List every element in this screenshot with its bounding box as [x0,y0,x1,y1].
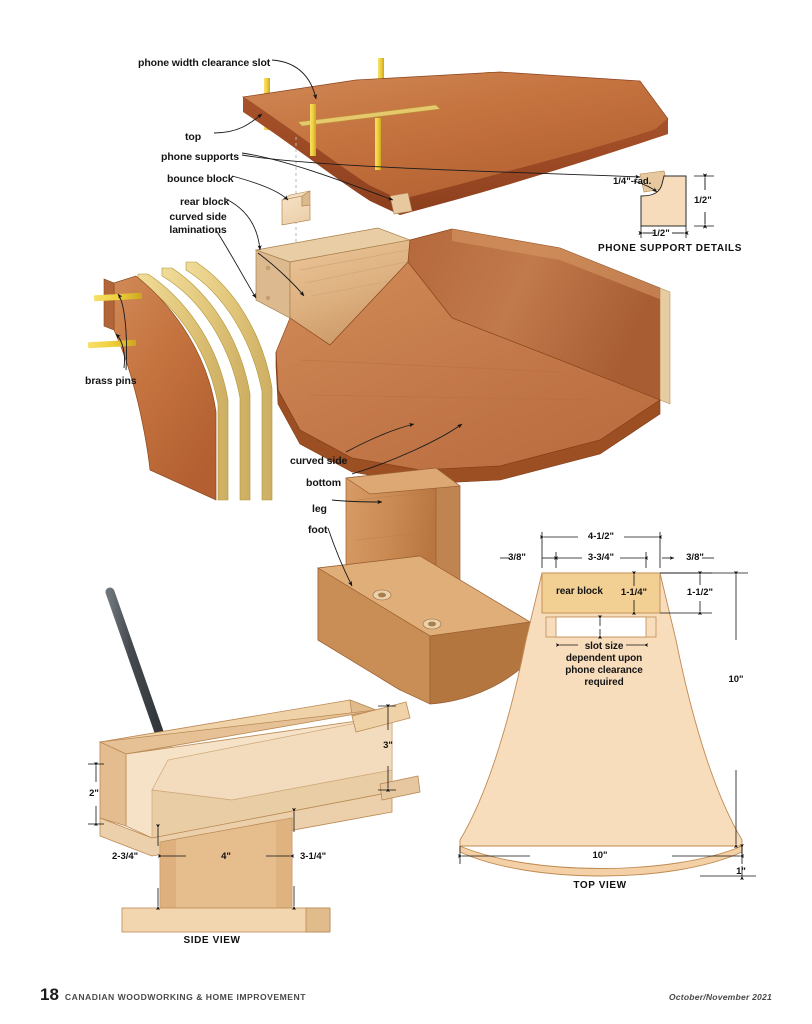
label-brass-pins: brass pins [85,375,137,387]
foot-shape [316,555,532,705]
label-phone-width-clearance-slot: phone width clearance slot [138,57,271,69]
dim-top-view-front-depth: 1-1/2" [686,587,714,598]
curved-side-laminations-shape [87,261,273,501]
label-bounce-block: bounce block [167,173,234,185]
charging-cable [105,587,171,757]
dim-top-view-rear-block-width: 3-3/4" [587,552,615,563]
dim-phone-support-width: 1/2" [652,228,670,239]
label-top-view-rear-block: rear block [556,586,603,597]
phone-support-detail-drawing [633,173,714,238]
phone-width-clearance-slot-shape [297,104,441,127]
top-view-slot [555,616,647,638]
label-foot: foot [308,524,328,536]
side-view-title: SIDE VIEW [183,935,241,946]
issue-date: October/November 2021 [668,992,772,1002]
phone-support-details-title: PHONE SUPPORT DETAILS [597,243,743,254]
curved-side-edge [659,287,671,405]
dim-top-view-base-width: 10" [592,850,608,861]
top-edge-front [400,119,668,215]
side-view-foot [121,907,331,933]
top-view-title: TOP VIEW [573,880,627,891]
dim-phone-support-height: 1/2" [694,195,712,206]
dim-top-view-overall-depth: 10" [728,674,744,685]
footer: 18 CANADIAN WOODWORKING & HOME IMPROVEME… [40,986,306,1003]
top-view-rear-block [541,572,661,614]
dim-side-view-rear-height: 3" [383,740,393,751]
label-curved-side-laminations: curved side laminations [169,211,227,236]
label-curved-side: curved side [290,455,348,467]
label-leg: leg [312,503,327,515]
label-rear-block: rear block [180,196,230,208]
brass-pin-lower [87,339,137,349]
dim-top-view-overall-width: 4-1/2" [587,531,615,542]
dim-side-view-front-height: 2" [89,788,99,799]
page-number: 18 [40,985,59,1004]
top-edge-left [243,97,400,215]
exploded-top-slab [242,58,669,215]
bottom-panel-edge [275,351,661,485]
label-top-view-slot-note: slot size dependent upon phone clearance… [565,641,643,688]
brass-pins-top-front [310,104,381,170]
dim-top-view-right-offset: 3/8" [686,552,704,563]
label-bottom: bottom [306,477,341,489]
label-phone-supports: phone supports [161,151,239,163]
bounce-block-shape [281,190,311,226]
phone-support-block-a [389,192,413,215]
dim-side-view-leg-rear-height: 3-1/4" [300,851,327,862]
top-face [242,71,669,201]
side-view-drawing [88,587,421,933]
publication-name: CANADIAN WOODWORKING & HOME IMPROVEMENT [64,992,306,1002]
side-view-front-face [99,741,127,827]
exploded-body [254,227,671,485]
foot-front [317,567,431,705]
label-top: top [185,131,202,143]
top-view-drawing [457,532,756,881]
dim-side-view-leg-front-height: 2-3/4" [112,851,139,862]
dim-top-view-left-offset: 3/8" [508,552,526,563]
dim-top-view-curve-rise: 1" [736,866,746,877]
dim-top-view-rear-block-depth: 1-1/4" [620,587,648,598]
leader-lines [115,59,641,587]
dim-phone-support-radius: 1/4"-rad. [613,176,652,187]
dim-side-view-leg-width: 4" [221,851,231,862]
